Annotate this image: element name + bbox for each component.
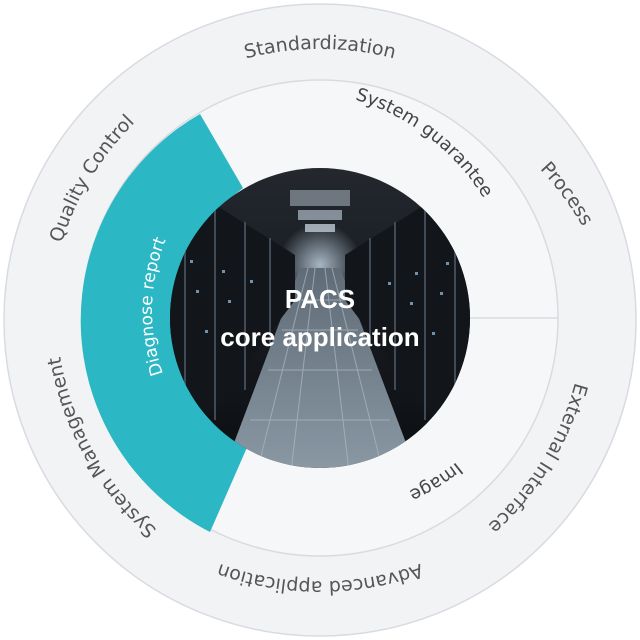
center-title-line2: core application bbox=[220, 322, 419, 352]
center-title-line1: PACS bbox=[285, 284, 355, 314]
server-room-image bbox=[170, 168, 470, 468]
